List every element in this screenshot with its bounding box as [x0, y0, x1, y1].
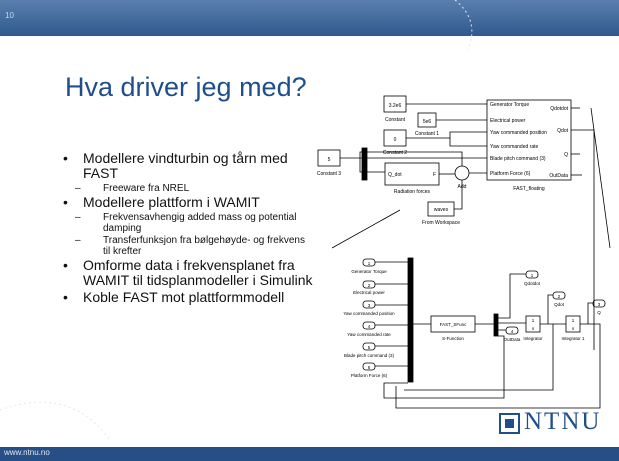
- constant-label: Constant 3: [317, 171, 341, 177]
- port-label: Blade pitch command (3): [344, 353, 395, 358]
- bullet-item: •Omforme data i frekvensplanet fra WAMIT…: [63, 257, 313, 288]
- integrator-den: s: [532, 326, 535, 331]
- out-port-label: Qdot: [554, 302, 565, 307]
- integrator-num: 1: [532, 318, 535, 323]
- port-label: Electrical power: [353, 290, 385, 295]
- sfunc-label: S-Function: [442, 336, 464, 341]
- out-port-label: Q: [597, 310, 601, 315]
- bullet-item: •Modellere plattform i WAMIT: [63, 194, 260, 210]
- waves-value: waves: [434, 207, 449, 213]
- fast-block-label: FAST_floating: [513, 186, 545, 192]
- slide-number: 10: [5, 11, 14, 20]
- bullet-item: •Modellere vindturbin og tårn med FAST: [63, 150, 288, 181]
- fast-input-label: Yaw commanded position: [490, 130, 547, 136]
- out-port-label: OutData: [504, 337, 521, 342]
- sub-bullet-text: Transferfunksjon fra bølgehøyde- og frek…: [103, 235, 305, 257]
- out-port-number: 2: [558, 294, 561, 299]
- port-number: 5: [368, 345, 371, 350]
- sfunc-text: FAST_SFunc: [440, 322, 468, 327]
- bullet-text: Modellere vindturbin og tårn med FAST: [83, 150, 288, 181]
- sub-bullet-text: Freeware fra NREL: [103, 183, 190, 194]
- integrator-num: 1: [572, 318, 575, 323]
- waves-block-label: From Workspace: [422, 220, 460, 226]
- out-port-number: 1: [531, 273, 534, 278]
- constant-label: Constant 1: [415, 131, 439, 137]
- out-port-label: Qdotdot: [524, 281, 541, 286]
- bullet-item: •Koble FAST mot plattformmodell: [63, 289, 285, 305]
- sub-bullet-item: –Transferfunksjon fra bølgehøyde- og fre…: [75, 235, 305, 257]
- ntnu-logo-icon: [499, 413, 520, 434]
- constant-value: 3.2e6: [389, 103, 402, 109]
- fast-input-label: Blade pitch command (3): [490, 156, 546, 162]
- fast-output-label: Qdot: [557, 128, 568, 134]
- fast-output-label: OutData: [549, 173, 568, 179]
- bullet-text: Koble FAST mot plattformmodell: [83, 289, 285, 305]
- port-number: 6: [368, 365, 371, 370]
- radiation-in-label: Q_dot: [388, 172, 402, 178]
- port-label: Yaw commanded rate: [347, 332, 391, 337]
- integrator-den: s: [572, 326, 575, 331]
- constant-value: 5e6: [423, 119, 432, 125]
- sub-bullet-text: Frekvensavhengig added mass og potential…: [103, 212, 297, 234]
- integrator-label: Integrator: [523, 336, 543, 341]
- port-number: 1: [368, 261, 371, 266]
- radiation-block-label: Radiation forces: [394, 189, 431, 195]
- sub-bullet-item: –Frekvensavhengig added mass og potentia…: [75, 212, 297, 234]
- out-port-number: 3: [598, 302, 601, 307]
- bullet-text: Omforme data i frekvensplanet fra WAMIT …: [83, 257, 313, 288]
- bullet-text: Modellere plattform i WAMIT: [83, 194, 260, 210]
- fast-input-label: Electrical power: [490, 118, 526, 124]
- constant-value: 5: [328, 157, 331, 163]
- bullet-list: •Modellere vindturbin og tårn med FAST –…: [63, 151, 313, 307]
- fast-input-label: Generator Torque: [490, 102, 529, 108]
- integrator-label: Integrator 1: [561, 336, 585, 341]
- fast-output-label: Q: [564, 152, 568, 158]
- fast-input-label: Platform Force (6): [490, 171, 531, 177]
- logo-text: NTNU: [524, 408, 602, 435]
- sub-bullet-item: –Freeware fra NREL: [75, 183, 190, 194]
- out-port-number: 4: [511, 329, 514, 334]
- port-label: Generator Torque: [351, 269, 387, 274]
- port-number: 2: [368, 283, 371, 288]
- footer-url: www.ntnu.no: [4, 448, 50, 457]
- add-label: Add: [458, 184, 467, 190]
- constant-label: Constant: [385, 117, 406, 123]
- page-title: Hva driver jeg med?: [65, 72, 307, 102]
- header-bar: 10: [0, 0, 619, 36]
- port-number: 3: [368, 303, 371, 308]
- port-number: 4: [368, 324, 371, 329]
- constant-value: 0: [394, 137, 397, 143]
- fast-input-label: Yaw commanded rate: [490, 144, 538, 150]
- radiation-out-label: F: [433, 172, 436, 178]
- footer-bar: www.ntnu.no: [0, 447, 619, 461]
- port-label: Platform Force (6): [351, 373, 388, 378]
- constant-label: Constant 2: [383, 150, 407, 156]
- fast-output-label: Qdotdot: [550, 106, 568, 112]
- port-label: Yaw commanded position: [343, 311, 395, 316]
